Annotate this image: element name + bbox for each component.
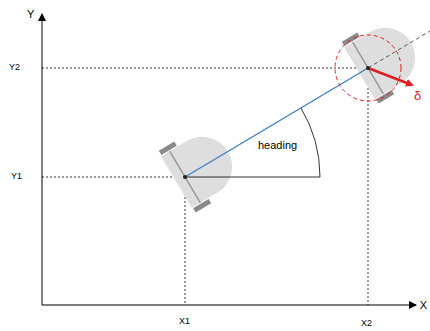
axle-center xyxy=(366,66,370,70)
steering-angle-label: δ xyxy=(414,89,421,102)
axis-label: Y2 xyxy=(9,63,20,72)
axis-label: Y1 xyxy=(11,172,22,181)
projection-lines xyxy=(42,68,368,305)
robot-end xyxy=(341,11,429,104)
y-axis xyxy=(42,14,43,305)
heading-reference xyxy=(185,177,320,178)
x-axis xyxy=(42,305,416,306)
axis-label: X xyxy=(420,300,427,311)
axis-label: X2 xyxy=(361,319,372,328)
path-line xyxy=(185,68,368,177)
axle-center xyxy=(183,175,187,179)
lookahead-circle xyxy=(335,35,401,101)
angle-label: heading xyxy=(258,140,297,151)
heading-arc xyxy=(301,108,320,177)
axis-label: Y xyxy=(27,9,34,20)
axis-label: X1 xyxy=(179,317,190,326)
steering-arrow xyxy=(368,68,412,85)
